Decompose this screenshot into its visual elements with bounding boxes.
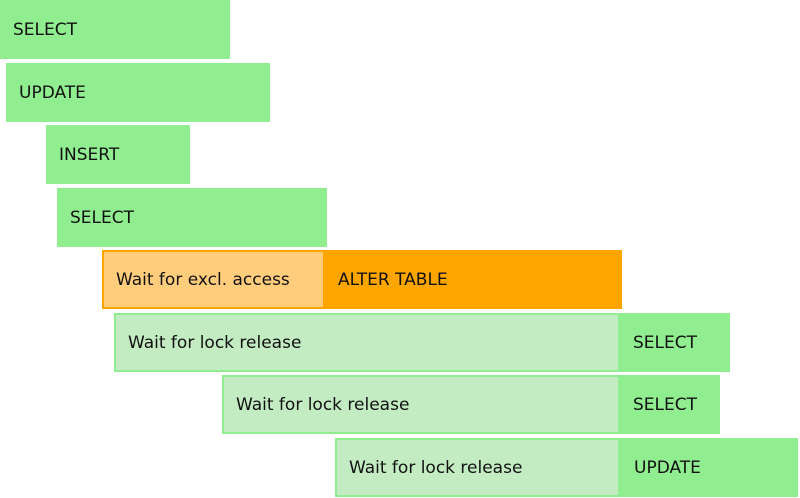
wait-label: Wait for excl. access [116, 269, 290, 290]
query-label: INSERT [59, 144, 120, 165]
timeline-row-insert: INSERT [46, 125, 190, 184]
timeline-row-select-3: Wait for lock release SELECT [114, 313, 730, 372]
query-select-bar: SELECT [620, 375, 720, 434]
query-select-bar: SELECT [57, 188, 327, 247]
query-label: SELECT [13, 19, 77, 40]
query-update-bar: UPDATE [620, 438, 798, 497]
query-label: UPDATE [19, 82, 86, 103]
query-update-bar: UPDATE [6, 63, 270, 122]
wait-lock-release-bar: Wait for lock release [222, 375, 620, 434]
query-select-bar: SELECT [0, 0, 230, 59]
wait-label: Wait for lock release [128, 332, 302, 353]
timeline-row-update-1: UPDATE [6, 63, 270, 122]
timeline-row-alter-table: Wait for excl. access ALTER TABLE [102, 250, 622, 309]
wait-lock-release-bar: Wait for lock release [335, 438, 620, 497]
timeline-row-update-2: Wait for lock release UPDATE [335, 438, 798, 497]
query-label: ALTER TABLE [338, 269, 448, 290]
timeline-row-select-4: Wait for lock release SELECT [222, 375, 720, 434]
timeline-row-select-2: SELECT [57, 188, 327, 247]
query-label: UPDATE [634, 457, 701, 478]
wait-exclusive-access-bar: Wait for excl. access [102, 250, 325, 309]
query-label: SELECT [633, 394, 697, 415]
wait-label: Wait for lock release [236, 394, 410, 415]
query-alter-table-bar: ALTER TABLE [325, 250, 622, 309]
timeline-row-select-1: SELECT [0, 0, 230, 59]
query-label: SELECT [633, 332, 697, 353]
query-insert-bar: INSERT [46, 125, 190, 184]
wait-label: Wait for lock release [349, 457, 523, 478]
wait-lock-release-bar: Wait for lock release [114, 313, 620, 372]
query-label: SELECT [70, 207, 134, 228]
query-select-bar: SELECT [620, 313, 730, 372]
